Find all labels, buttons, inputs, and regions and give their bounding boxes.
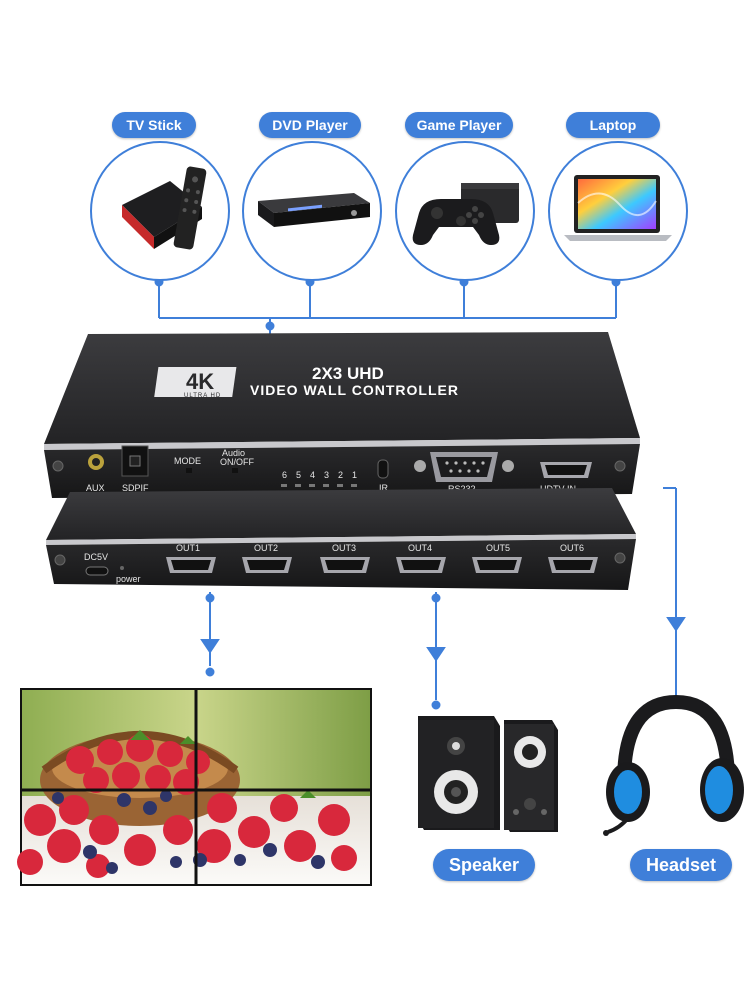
led-label-6: 6 (282, 470, 287, 480)
mode-label: MODE (174, 456, 201, 466)
badge-4k: 4K (186, 369, 214, 394)
game-player-image (395, 141, 535, 281)
device-title-line1: 2X3 UHD (312, 364, 384, 383)
source-label-dvd-player: DVD Player (259, 112, 361, 138)
led-label-4: 4 (310, 470, 315, 480)
device-top-unit: 4K ULTRA HD 2X3 UHD VIDEO WALL CONTROLLE… (44, 332, 640, 498)
out6-label: OUT6 (560, 543, 584, 553)
power-label: power (116, 574, 141, 584)
spdif-label: SDPIF (122, 483, 149, 493)
out3-label: OUT3 (332, 543, 356, 553)
dvd-player-image (242, 141, 382, 281)
laptop-image (548, 141, 688, 281)
output-label-speaker: Speaker (433, 849, 535, 881)
source-label-game-player: Game Player (405, 112, 513, 138)
dc5v-label: DC5V (84, 552, 108, 562)
out1-label: OUT1 (176, 543, 200, 553)
output-label-headset: Headset (630, 849, 732, 881)
ir-label: IR (379, 483, 389, 493)
device-title-line2: VIDEO WALL CONTROLLER (250, 382, 459, 398)
tv-stick-image (90, 141, 230, 281)
rs232-label: RS232 (448, 484, 476, 494)
out4-label: OUT4 (408, 543, 432, 553)
source-label-tv-stick: TV Stick (112, 112, 196, 138)
aux-label: AUX (86, 483, 105, 493)
source-label-laptop: Laptop (566, 112, 660, 138)
led-label-2: 2 (338, 470, 343, 480)
out2-label: OUT2 (254, 543, 278, 553)
out5-label: OUT5 (486, 543, 510, 553)
audio-onoff-label: ON/OFF (220, 457, 254, 467)
led-label-5: 5 (296, 470, 301, 480)
device-bottom-unit: DC5V power OUT1 OUT2 OUT3 OUT4 OUT5 OUT6 (46, 488, 636, 590)
badge-ultra-hd: ULTRA HD (184, 393, 221, 399)
audio-label: Audio (222, 448, 245, 458)
led-label-1: 1 (352, 470, 357, 480)
led-label-3: 3 (324, 470, 329, 480)
